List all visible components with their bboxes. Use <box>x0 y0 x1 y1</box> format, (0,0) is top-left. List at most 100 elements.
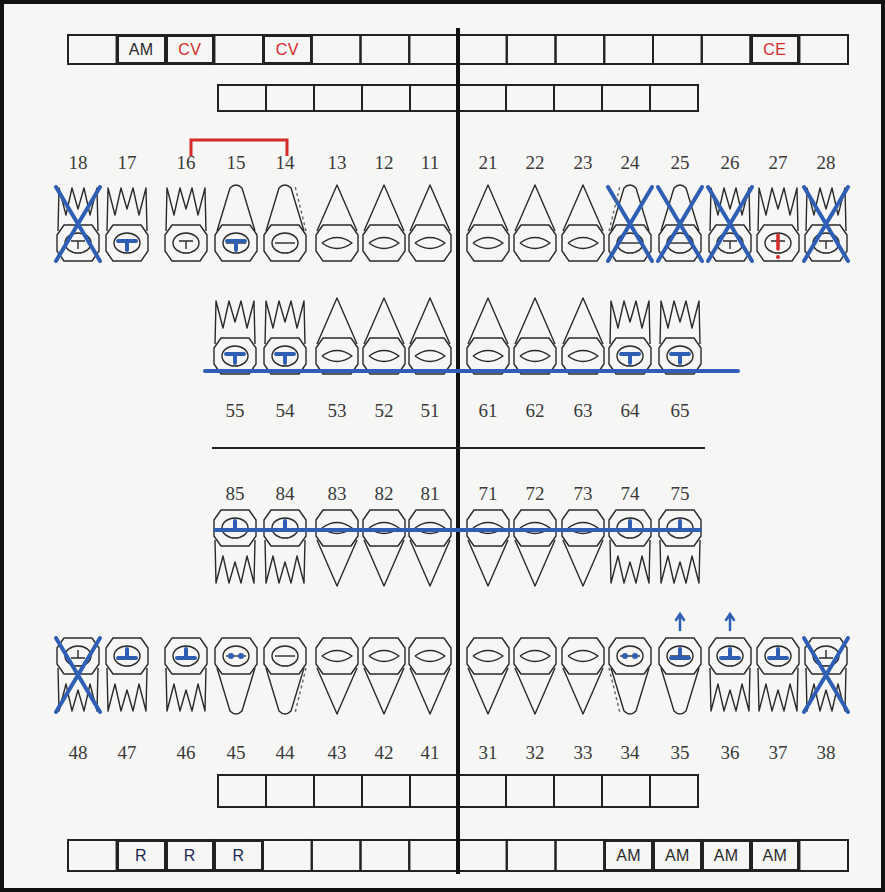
tooth-root <box>364 298 404 344</box>
tooth-crown <box>467 638 509 674</box>
tooth-root <box>410 668 450 714</box>
chart-code: AM <box>714 848 739 864</box>
tooth-number: 65 <box>671 401 690 420</box>
tooth-crown <box>363 638 405 674</box>
incisal-edge <box>520 238 550 249</box>
chart-cell <box>362 85 410 111</box>
chart-box: CE <box>751 35 800 64</box>
chart-cell <box>117 840 166 871</box>
tooth-number: 31 <box>479 743 498 762</box>
dashed-root <box>609 668 620 713</box>
occlusal-groove <box>620 242 640 243</box>
filling-mark <box>227 241 245 250</box>
chart-box: CV <box>166 35 215 64</box>
tooth-number: 53 <box>328 401 347 420</box>
tooth-number: 24 <box>621 153 640 172</box>
tooth-number: 84 <box>276 484 295 503</box>
tooth-crown <box>57 225 99 261</box>
tooth <box>562 185 604 261</box>
tooth-crown <box>562 338 604 374</box>
chart-cell <box>409 35 458 64</box>
tooth-root <box>410 298 450 344</box>
tooth-crown <box>409 338 451 374</box>
tooth <box>409 510 451 586</box>
tooth-number: 12 <box>375 153 394 172</box>
tooth-crown <box>514 338 556 374</box>
tooth <box>467 638 509 714</box>
tooth <box>363 185 405 261</box>
chart-code: AM <box>616 848 641 864</box>
tooth <box>562 638 604 714</box>
tooth-crown <box>467 225 509 261</box>
tooth <box>514 510 556 586</box>
tooth-number: 23 <box>574 153 593 172</box>
tooth-crown <box>757 638 799 674</box>
tooth-number: 32 <box>526 743 545 762</box>
tooth-root <box>266 185 304 231</box>
occlusal-surface <box>114 646 140 666</box>
chart-cell <box>68 840 117 871</box>
tooth-number: 85 <box>226 484 245 503</box>
chart-cell <box>751 840 800 871</box>
tooth <box>804 187 848 261</box>
extraction-mark <box>608 187 652 261</box>
filling-mark <box>276 354 294 363</box>
tooth-number: 74 <box>621 484 640 503</box>
primary-strike <box>215 528 700 532</box>
chart-cell <box>117 35 166 64</box>
tooth <box>363 510 405 586</box>
tooth <box>467 185 509 261</box>
occlusal-groove <box>71 650 85 658</box>
chart-cell <box>68 35 117 64</box>
occlusal-groove <box>723 241 737 249</box>
tooth-root <box>217 185 255 231</box>
tooth-crown <box>316 225 358 261</box>
chart-code: CE <box>763 42 786 58</box>
tooth-crown <box>467 338 509 374</box>
occlusal-surface <box>173 233 199 253</box>
chart-cell <box>218 85 266 111</box>
chart-cell <box>409 840 458 871</box>
tooth <box>757 638 799 711</box>
tooth <box>316 185 358 261</box>
tooth-root <box>468 540 508 586</box>
chart-cell <box>507 840 556 871</box>
chart-code: AM <box>762 848 787 864</box>
tooth <box>609 638 651 714</box>
filling-mark <box>621 354 639 363</box>
tooth <box>609 510 651 583</box>
occlusal-groove <box>670 242 690 243</box>
tooth-number: 75 <box>671 484 690 503</box>
tooth <box>467 298 509 374</box>
tooth <box>165 638 207 711</box>
tooth-root <box>515 668 555 714</box>
tooth-root <box>364 540 404 586</box>
occlusal-surface <box>717 646 743 666</box>
incisal-edge <box>568 238 598 249</box>
chart-cell <box>702 840 751 871</box>
tooth-root <box>266 668 304 714</box>
tooth-number: 27 <box>769 153 788 172</box>
dashed-root <box>295 668 306 713</box>
chart-box: AM <box>604 840 653 871</box>
occlusal-groove <box>71 241 85 249</box>
tooth-number: 82 <box>375 484 394 503</box>
chart-box: R <box>166 840 215 871</box>
chart-cell <box>410 85 458 111</box>
tooth <box>562 510 604 586</box>
chart-cell <box>650 85 698 111</box>
tooth-number: 54 <box>276 401 295 420</box>
tooth-number: 72 <box>526 484 545 503</box>
tooth <box>659 638 701 714</box>
chart-cell <box>458 840 507 871</box>
tooth <box>316 638 358 714</box>
tooth-crown <box>514 638 556 674</box>
tooth <box>514 638 556 714</box>
tooth-number: 35 <box>671 743 690 762</box>
tooth-root <box>563 540 603 586</box>
tooth <box>215 638 257 714</box>
tooth-root <box>515 540 555 586</box>
tooth <box>467 510 509 586</box>
tooth <box>709 638 751 711</box>
